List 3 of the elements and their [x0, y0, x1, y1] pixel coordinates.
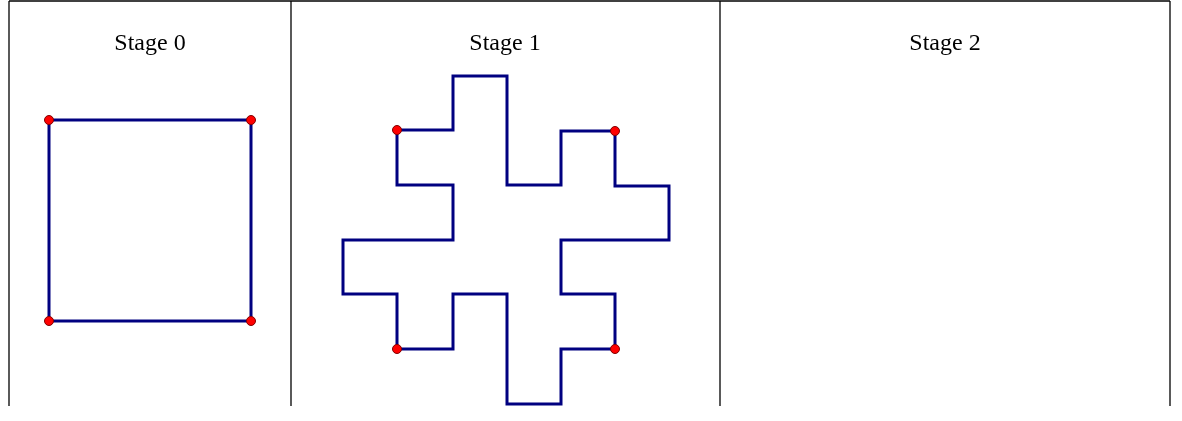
column-heading: Stage 1: [469, 28, 541, 56]
column-heading: Stage 0: [114, 28, 186, 56]
column-heading: Stage 2: [909, 28, 981, 56]
